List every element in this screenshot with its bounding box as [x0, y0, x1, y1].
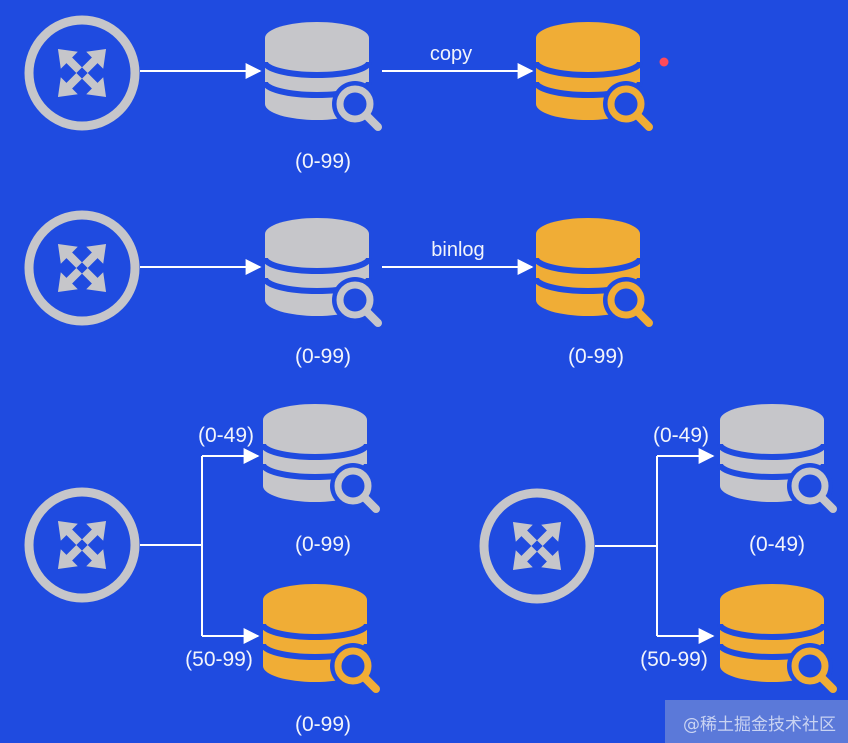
edge-label-copy: copy [430, 43, 472, 65]
target-database-search-icon [536, 22, 649, 127]
source-range-label: (0-99) [295, 150, 351, 173]
bottom-db-range-label: (0-99) [295, 713, 351, 736]
top-db-range-label: (0-99) [295, 533, 351, 556]
watermark: @稀土掘金技术社区 [665, 700, 848, 743]
red-dot-marker [659, 57, 669, 67]
router-icon [29, 20, 135, 126]
top-branch-label: (0-49) [198, 424, 254, 447]
top-database-search-icon [720, 404, 833, 509]
target-database-search-icon [536, 218, 649, 323]
edge-label-binlog: binlog [431, 239, 484, 261]
bottom-branch-label: (50-99) [640, 648, 708, 671]
source-database-search-icon [265, 218, 378, 323]
split-right: (0-49) (50-99) (0-49) [484, 404, 833, 689]
bottom-branch-label: (50-99) [185, 648, 253, 671]
top-db-range-label: (0-49) [749, 533, 805, 556]
bottom-database-search-icon [720, 584, 833, 689]
source-database-search-icon [265, 22, 378, 127]
top-database-search-icon [263, 404, 376, 509]
split-left: (0-49) (50-99) (0-99) (0-99) [29, 404, 376, 736]
bottom-database-search-icon [263, 584, 376, 689]
source-range-label: (0-99) [295, 345, 351, 368]
target-range-label: (0-99) [568, 345, 624, 368]
row-copy: copy (0-99) [29, 20, 669, 173]
row-binlog: binlog (0-99) (0-99) [29, 215, 649, 368]
router-icon [29, 215, 135, 321]
router-icon [29, 492, 135, 598]
router-icon [484, 493, 590, 599]
top-branch-label: (0-49) [653, 424, 709, 447]
